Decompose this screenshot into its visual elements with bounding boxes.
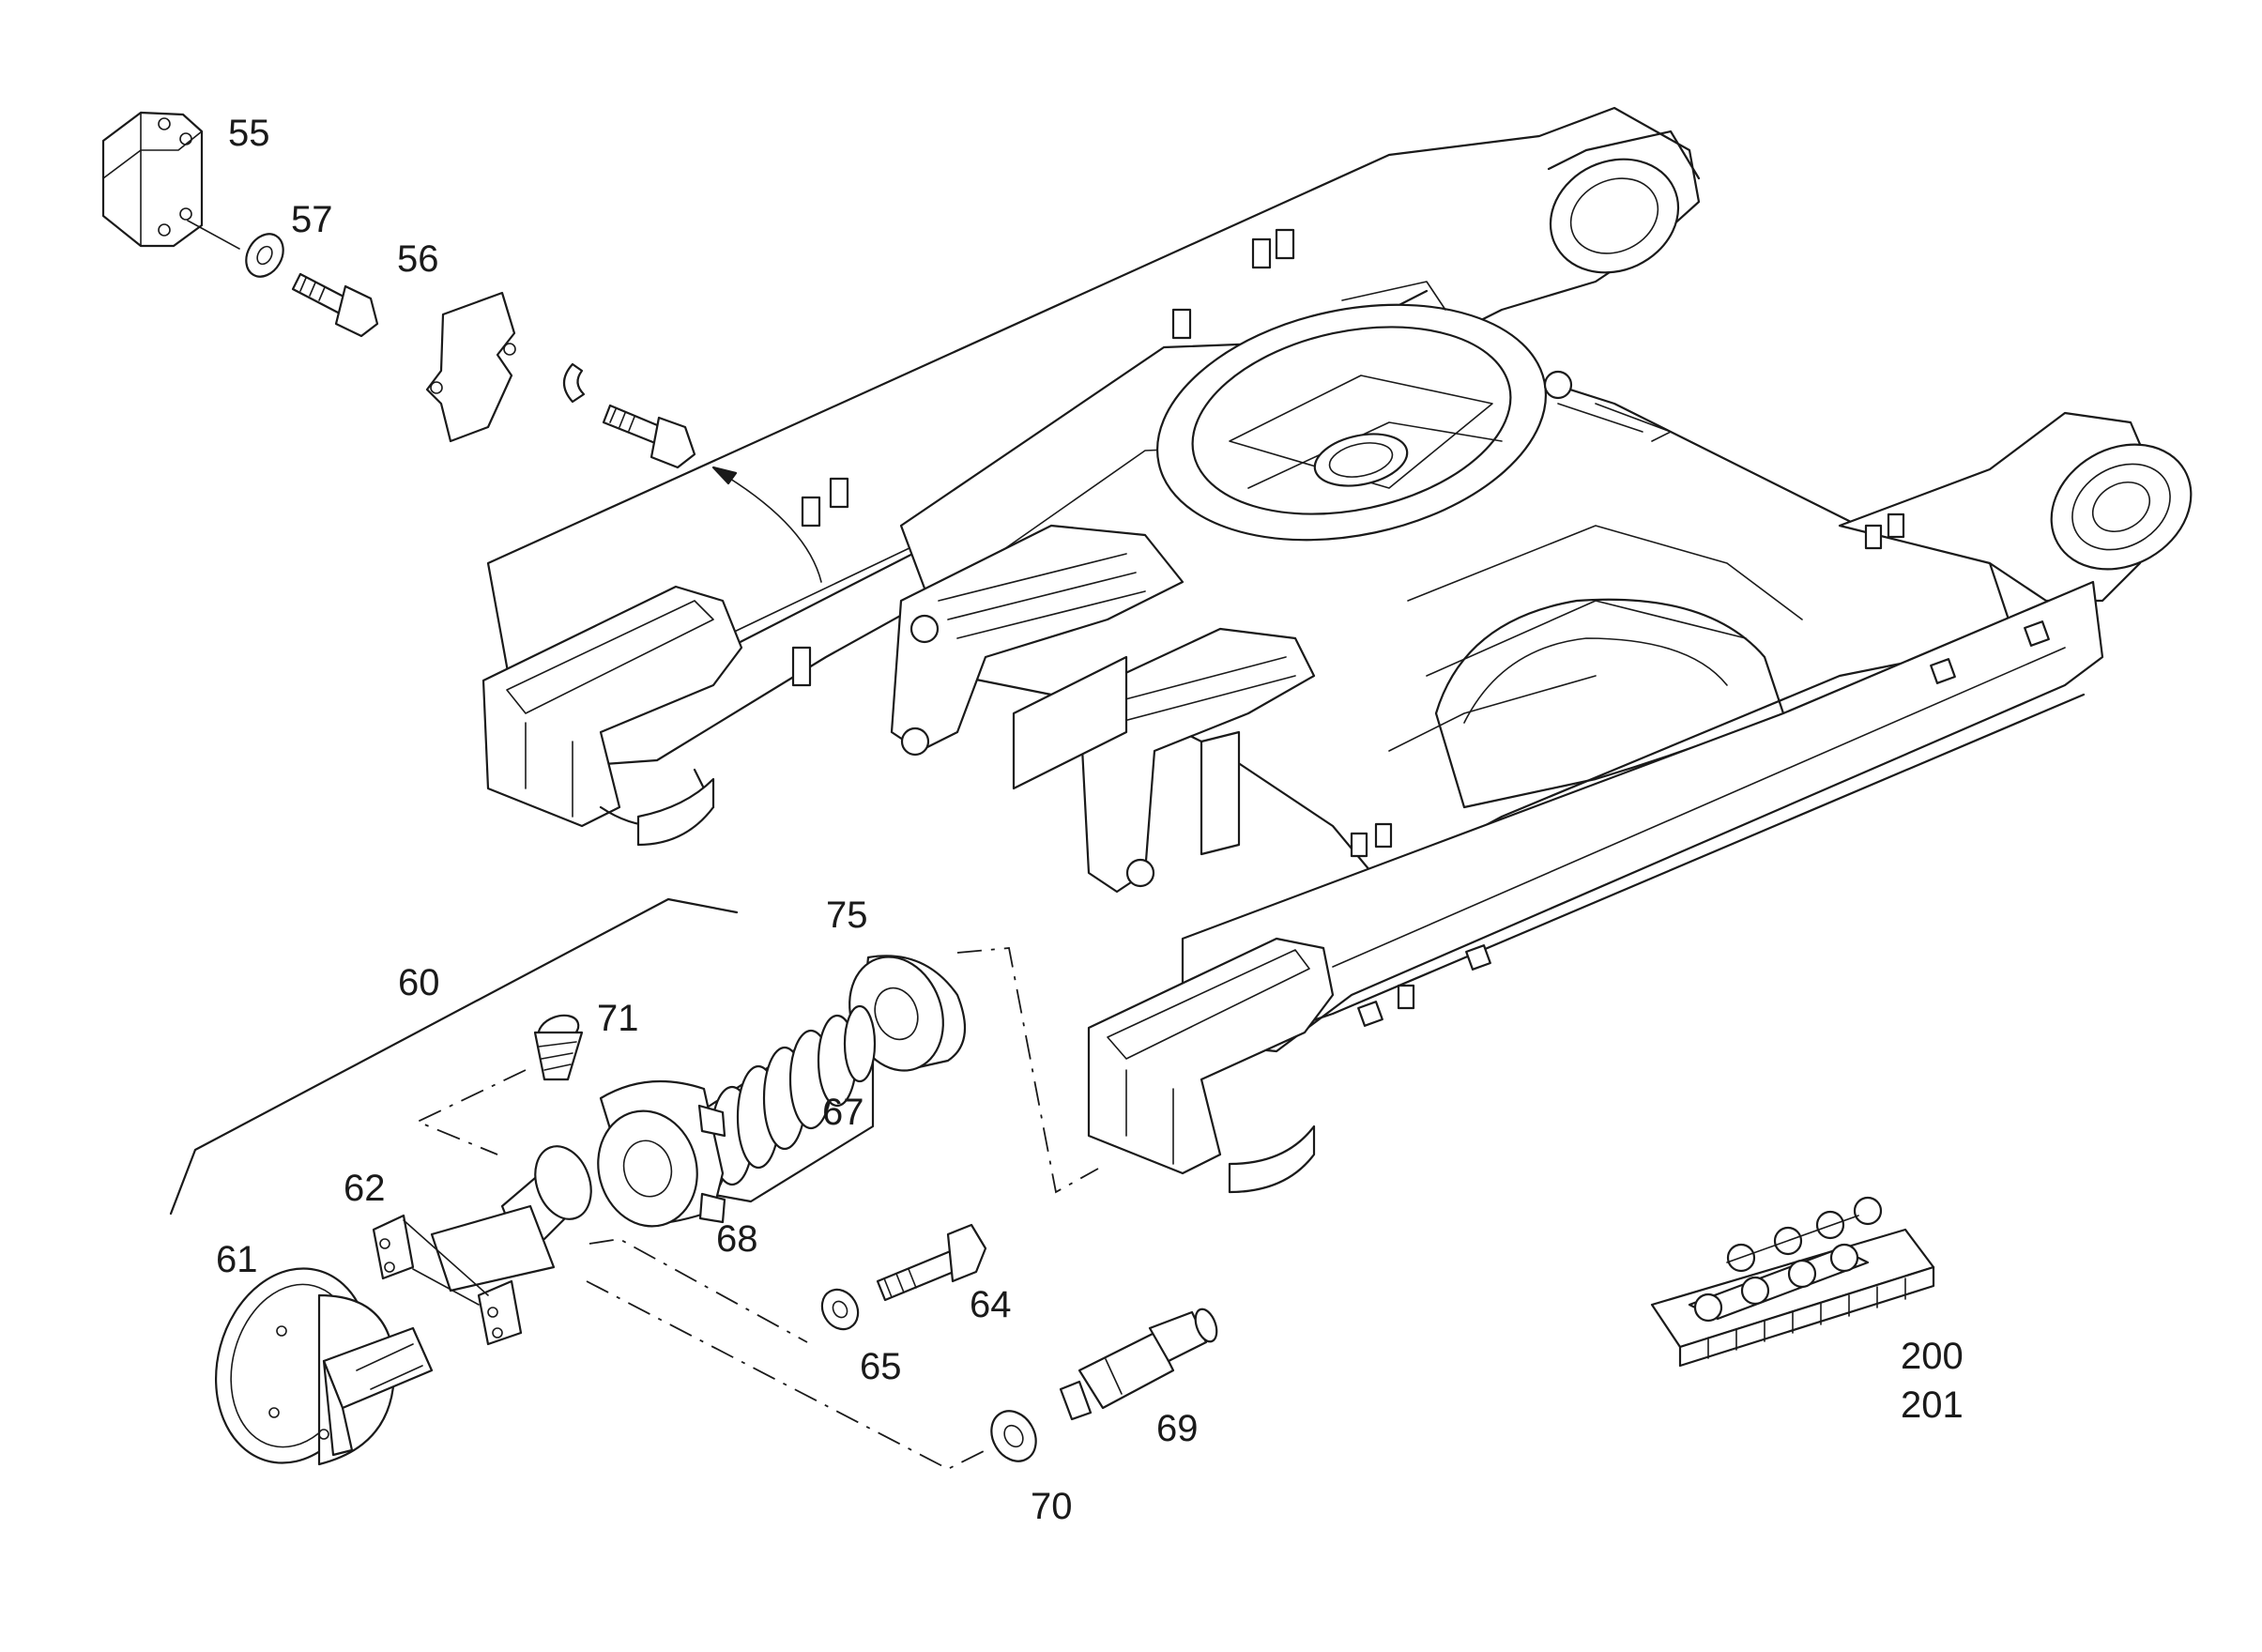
label-70: 70 [1031,1486,1073,1527]
part-62-yoke [372,1145,592,1346]
assembly-bracket-60 [169,897,739,1216]
dash-line-70 [586,1280,986,1471]
label-201: 201 [1901,1384,1964,1426]
part-55-block [101,111,204,248]
label-71: 71 [597,998,639,1039]
part-69-fitting [1059,1308,1218,1421]
bolt-upper [291,272,379,338]
label-61: 61 [216,1239,258,1280]
clip [562,362,586,404]
label-67: 67 [822,1092,864,1133]
label-65: 65 [860,1346,902,1387]
dash-line-71 [415,1069,527,1155]
label-200: 200 [1901,1336,1964,1377]
dash-line-75 [956,947,1099,1194]
part-70-washer [990,1410,1037,1462]
label-69: 69 [1156,1408,1199,1449]
undercarriage-frame [481,106,2193,1194]
label-68: 68 [716,1218,758,1260]
part-64-bolt [876,1223,987,1302]
bolt-lower [602,404,696,469]
part-56-plate [425,291,516,443]
label-62: 62 [344,1168,386,1209]
arrow-head-icon [711,466,738,485]
label-55: 55 [228,113,270,154]
leader-line-55 [187,220,240,250]
label-75: 75 [826,895,868,936]
label-60: 60 [398,962,440,1003]
part-68-cap [597,1079,726,1228]
part-71-plug [533,1014,584,1081]
part-200-201-track-chain [1650,1196,1935,1368]
leader-arrow [722,473,822,583]
part-65-washer [820,1288,860,1331]
dash-line-62 [588,1238,808,1343]
label-64: 64 [970,1284,1012,1325]
label-56: 56 [397,238,439,280]
label-57: 57 [291,199,333,240]
part-57-washer [245,233,284,278]
part-61-idler [214,1267,434,1466]
